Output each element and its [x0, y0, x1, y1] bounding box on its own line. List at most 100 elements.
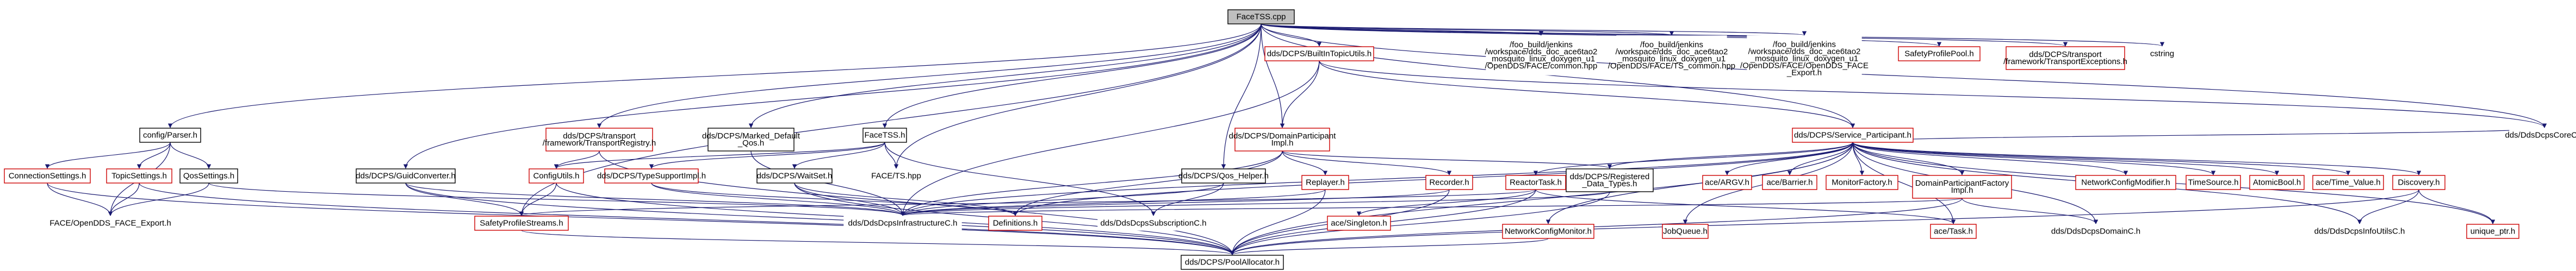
node-replayer[interactable]: Replayer.h [1301, 175, 1349, 190]
node-box [1181, 168, 1266, 184]
node-dds-dcps-subscription-c[interactable]: dds/DdsDcpsSubscriptionC.h [1097, 216, 1209, 231]
node-label: _mosquito_linux_doxygen_u1 [1750, 54, 1858, 64]
node-label: NetworkConfigModifier.h [2081, 178, 2170, 187]
edge-network_config_monitor-to-pool_allocator [1230, 238, 1549, 255]
node-registered-data-types[interactable]: dds/DCPS/Registered_Data_Types.h [1566, 168, 1654, 192]
edge-root-to-qos_helper [1221, 23, 1262, 169]
edge-qos_settings-to-face_opendds_export [108, 182, 209, 216]
node-dds-dcps-core-c[interactable]: dds/DdsDcpsCoreC.h [2505, 128, 2576, 143]
node-root[interactable]: FaceTSS.cpp [1227, 9, 1295, 24]
node-config-utils[interactable]: ConfigUtils.h [529, 168, 584, 184]
edge-root-to-cstring [1261, 23, 2164, 47]
edge-connection_settings-to-pool_allocator [47, 182, 1234, 255]
node-face-opendds-export[interactable]: FACE/OpenDDS_FACE_Export.h [49, 216, 171, 231]
node-dds-dcps-domain-c[interactable]: dds/DdsDcpsDomainC.h [2047, 224, 2144, 239]
node-box [1301, 175, 1349, 190]
node-job-queue[interactable]: JobQueue.h [1662, 224, 1709, 239]
node-label: DomainParticipantFactory [1915, 179, 2009, 188]
node-label: ConnectionSettings.h [9, 172, 86, 181]
node-network-config-monitor[interactable]: NetworkConfigMonitor.h [1502, 224, 1594, 239]
node-face-ts-hpp[interactable]: FACE/TS.hpp [870, 168, 923, 184]
node-label: /workspace/dds_doc_ace6tao2 [1616, 47, 1728, 56]
edge-facetss_h-to-config_utils [554, 142, 885, 169]
edge-root-to-dds_dcps_core_c [1261, 23, 2547, 128]
node-monitor-factory[interactable]: MonitorFactory.h [1826, 175, 1898, 190]
node-ace-singleton[interactable]: ace/Singleton.h [1327, 216, 1391, 231]
edge-reactor_task-to-ace_singleton [1356, 189, 1536, 216]
node-box [1566, 168, 1654, 192]
node-foo-face-export[interactable]: /foo_build/jenkins/workspace/dds_doc_ace… [1740, 35, 1869, 82]
node-dds-dcps-info-utils-c[interactable]: dds/DdsDcpsInfoUtilsC.h [2308, 224, 2411, 239]
node-definitions[interactable]: Definitions.h [988, 216, 1042, 231]
node-pool-allocator[interactable]: dds/DCPS/PoolAllocator.h [1181, 255, 1284, 270]
node-unique-ptr[interactable]: unique_ptr.h [2466, 224, 2519, 239]
node-guid-converter[interactable]: dds/DCPS/GuidConverter.h [356, 168, 456, 184]
node-service-participant[interactable]: dds/DCPS/Service_Participant.h [1792, 128, 1914, 143]
edge-service_participant-to-ace_task [1852, 142, 1956, 224]
node-qos-helper[interactable]: dds/DCPS/Qos_Helper.h [1178, 168, 1269, 184]
node-label: FaceTSS.h [864, 131, 905, 140]
edge-root-to-foo_ts_common [1261, 23, 1674, 36]
edge-safety_profile_streams-to-pool_allocator [521, 230, 1234, 255]
edge-root-to-domain_participant_impl [1261, 23, 1285, 128]
edge-qos_helper-to-dds_dcps_subscription_c [1151, 182, 1224, 216]
node-label: _Qos.h [737, 138, 764, 148]
node-cstring[interactable]: cstring [2145, 46, 2179, 61]
edge-root-to-face_ts_hpp [893, 23, 1262, 169]
node-box [1502, 224, 1594, 239]
node-box [2392, 175, 2445, 190]
edge-service_participant-to-atomic_bool [1852, 142, 2279, 175]
node-topic-settings[interactable]: TopicSettings.h [106, 168, 172, 184]
edge-service_participant-to-ace_time_value [1852, 142, 2350, 175]
node-label: Definitions.h [993, 219, 1038, 228]
edge-qos_settings-to-dds_dcps_infrastructure_c [208, 182, 905, 216]
node-discovery[interactable]: Discovery.h [2392, 175, 2445, 190]
node-label: JobQueue.h [1663, 227, 1708, 236]
node-safety-profile-streams[interactable]: SafetyProfileStreams.h [474, 216, 569, 231]
node-box [2145, 46, 2179, 61]
node-safety-profile-pool[interactable]: SafetyProfilePool.h [1898, 46, 1981, 61]
node-label: dds/DCPS/DomainParticipant [1229, 131, 1337, 141]
node-ace-barrier[interactable]: ace/Barrier.h [1762, 175, 1817, 190]
node-dds-dcps-infrastructure-c[interactable]: dds/DdsDcpsInfrastructureC.h [843, 216, 962, 231]
node-box [1234, 128, 1330, 152]
node-type-support-impl[interactable]: dds/DCPS/TypeSupportImpl.h [597, 168, 706, 184]
node-box [862, 128, 907, 143]
node-time-source[interactable]: TimeSource.h [2186, 175, 2241, 190]
node-box [1327, 216, 1391, 231]
node-atomic-bool[interactable]: AtomicBool.h [2249, 175, 2305, 190]
edge-type_support_impl-to-dds_dcps_infrastructure_c [651, 182, 905, 216]
node-ace-time-value[interactable]: ace/Time_Value.h [2312, 175, 2384, 190]
node-label: /OpenDDS/FACE/common.hpp [1485, 61, 1598, 71]
node-builtin-topic-utils[interactable]: dds/DCPS/BuiltInTopicUtils.h [1264, 46, 1374, 61]
node-box [707, 128, 794, 152]
edge-domain_participant_impl-to-replayer [1282, 150, 1328, 175]
node-label: dds/DdsDcpsInfoUtilsC.h [2314, 227, 2405, 236]
edge-service_participant-to-discovery [1852, 142, 2421, 175]
node-ace-task[interactable]: ace/Task.h [1930, 224, 1977, 239]
node-transport-registry[interactable]: dds/DCPS/transport/framework/TransportRe… [543, 128, 656, 152]
node-connection-settings[interactable]: ConnectionSettings.h [4, 168, 91, 184]
node-marked-default-qos[interactable]: dds/DCPS/Marked_Default_Qos.h [702, 128, 800, 152]
node-transport-exceptions[interactable]: dds/DCPS/transport/framework/TransportEx… [2003, 46, 2127, 70]
node-ace-argv[interactable]: ace/ARGV.h [1702, 175, 1752, 190]
node-configparser[interactable]: config/Parser.h [139, 128, 201, 143]
node-box [1826, 175, 1898, 190]
node-foo-ts-common[interactable]: /foo_build/jenkins/workspace/dds_doc_ace… [1608, 35, 1735, 75]
node-label: dds/DCPS/GuidConverter.h [356, 172, 455, 181]
node-box [474, 216, 569, 231]
node-qos-settings[interactable]: QosSettings.h [179, 168, 238, 184]
edge-config_utils-to-safety_profile_streams [519, 182, 557, 216]
node-facetss-h[interactable]: FaceTSS.h [862, 128, 907, 143]
node-box [988, 216, 1042, 231]
node-foo-face-common[interactable]: /foo_build/jenkins/workspace/dds_doc_ace… [1485, 35, 1598, 75]
node-box [1898, 46, 1981, 61]
node-label: dds/DdsDcpsInfrastructureC.h [848, 219, 958, 228]
node-recorder[interactable]: Recorder.h [1425, 175, 1473, 190]
node-label: QosSettings.h [183, 172, 234, 181]
node-waitset[interactable]: dds/DCPS/WaitSet.h [756, 168, 833, 184]
node-reactor-task[interactable]: ReactorTask.h [1505, 175, 1566, 190]
node-network-config-modifier[interactable]: NetworkConfigModifier.h [2075, 175, 2176, 190]
